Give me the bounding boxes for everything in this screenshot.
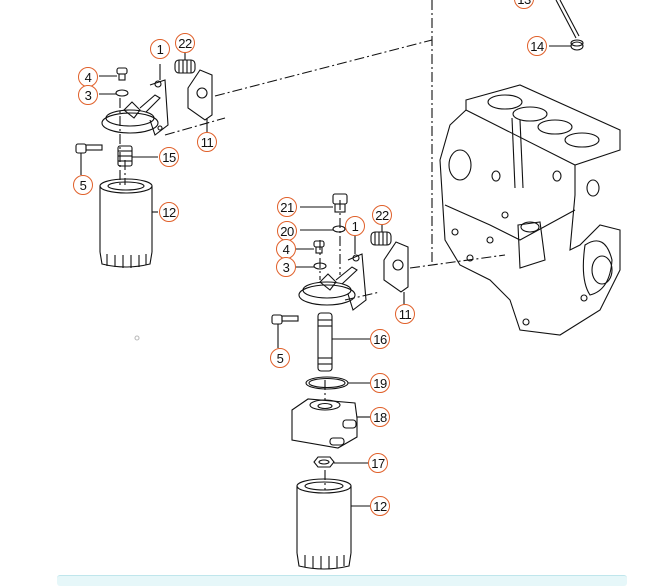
lower-washer-20 <box>300 225 346 233</box>
lower-nut-17 <box>313 456 368 468</box>
lower-gasket-11 <box>383 241 409 304</box>
callout-label: 19 <box>373 375 387 391</box>
lower-cooler-18 <box>291 398 370 449</box>
callout-4-upper[interactable]: 4 <box>78 67 98 87</box>
callout-17[interactable]: 17 <box>368 453 388 473</box>
upper-spring-15 <box>117 145 158 167</box>
callout-label: 17 <box>371 455 385 471</box>
lower-spring-22 <box>370 224 392 246</box>
lower-bolt-5 <box>271 314 299 348</box>
callout-11-lower[interactable]: 11 <box>395 304 415 324</box>
callout-14[interactable]: 14 <box>527 36 547 56</box>
callout-label: 16 <box>373 331 387 347</box>
callout-label: 11 <box>398 306 412 322</box>
callout-label: 12 <box>162 204 176 220</box>
upper-bolt-5 <box>75 143 103 175</box>
lower-pipe-16 <box>317 312 370 372</box>
upper-bracket-part <box>101 64 169 136</box>
callout-22-upper[interactable]: 22 <box>175 33 195 53</box>
upper-spring-22 <box>174 52 196 74</box>
footer-bar <box>57 575 627 586</box>
callout-label: 22 <box>375 207 389 223</box>
callout-18[interactable]: 18 <box>370 407 390 427</box>
lower-screw-4 <box>295 240 325 254</box>
lower-sender-21 <box>300 193 348 213</box>
callout-label: 3 <box>84 87 92 103</box>
engine-block <box>134 84 621 341</box>
callout-19[interactable]: 19 <box>370 373 390 393</box>
callout-5-lower[interactable]: 5 <box>270 348 290 368</box>
callout-label: 3 <box>282 259 290 275</box>
callout-label: 12 <box>373 498 387 514</box>
upper-washer-3 <box>99 89 129 97</box>
lower-bracket-part <box>298 236 367 311</box>
callout-label: 18 <box>373 409 387 425</box>
upper-gasket-11 <box>187 69 213 132</box>
callout-label: 15 <box>162 149 176 165</box>
callout-3-upper[interactable]: 3 <box>78 85 98 105</box>
callout-label: 21 <box>280 199 294 215</box>
callout-5-upper[interactable]: 5 <box>73 175 93 195</box>
callout-11-upper[interactable]: 11 <box>197 132 217 152</box>
callout-22-lower[interactable]: 22 <box>372 205 392 225</box>
callout-label: 5 <box>276 350 284 366</box>
callout-label: 22 <box>178 35 192 51</box>
lower-washer-3 <box>295 262 327 270</box>
callout-4-lower[interactable]: 4 <box>276 239 296 259</box>
upper-oil-filter-12 <box>99 178 158 268</box>
callout-label: 20 <box>280 223 294 239</box>
callout-1-upper[interactable]: 1 <box>150 39 170 59</box>
callout-3-lower[interactable]: 3 <box>276 257 296 277</box>
upper-screw-4 <box>99 67 128 81</box>
callout-15[interactable]: 15 <box>159 147 179 167</box>
callout-21[interactable]: 21 <box>277 197 297 217</box>
dipstick-part <box>549 0 584 51</box>
callout-1-lower[interactable]: 1 <box>345 216 365 236</box>
lower-oil-filter-12 <box>296 478 370 570</box>
callout-16[interactable]: 16 <box>370 329 390 349</box>
callout-label: 4 <box>282 241 290 257</box>
assembly-lines <box>119 0 506 490</box>
callout-label: 1 <box>351 218 359 234</box>
callout-label: 5 <box>79 177 87 193</box>
callout-label: 13 <box>517 0 531 7</box>
callout-label: 14 <box>530 38 544 54</box>
callout-12-lower[interactable]: 12 <box>370 496 390 516</box>
lower-oring-19 <box>305 376 370 390</box>
callout-label: 11 <box>200 134 214 150</box>
callout-20[interactable]: 20 <box>277 221 297 241</box>
callout-label: 1 <box>156 41 164 57</box>
callout-12-upper[interactable]: 12 <box>159 202 179 222</box>
callout-label: 4 <box>84 69 92 85</box>
